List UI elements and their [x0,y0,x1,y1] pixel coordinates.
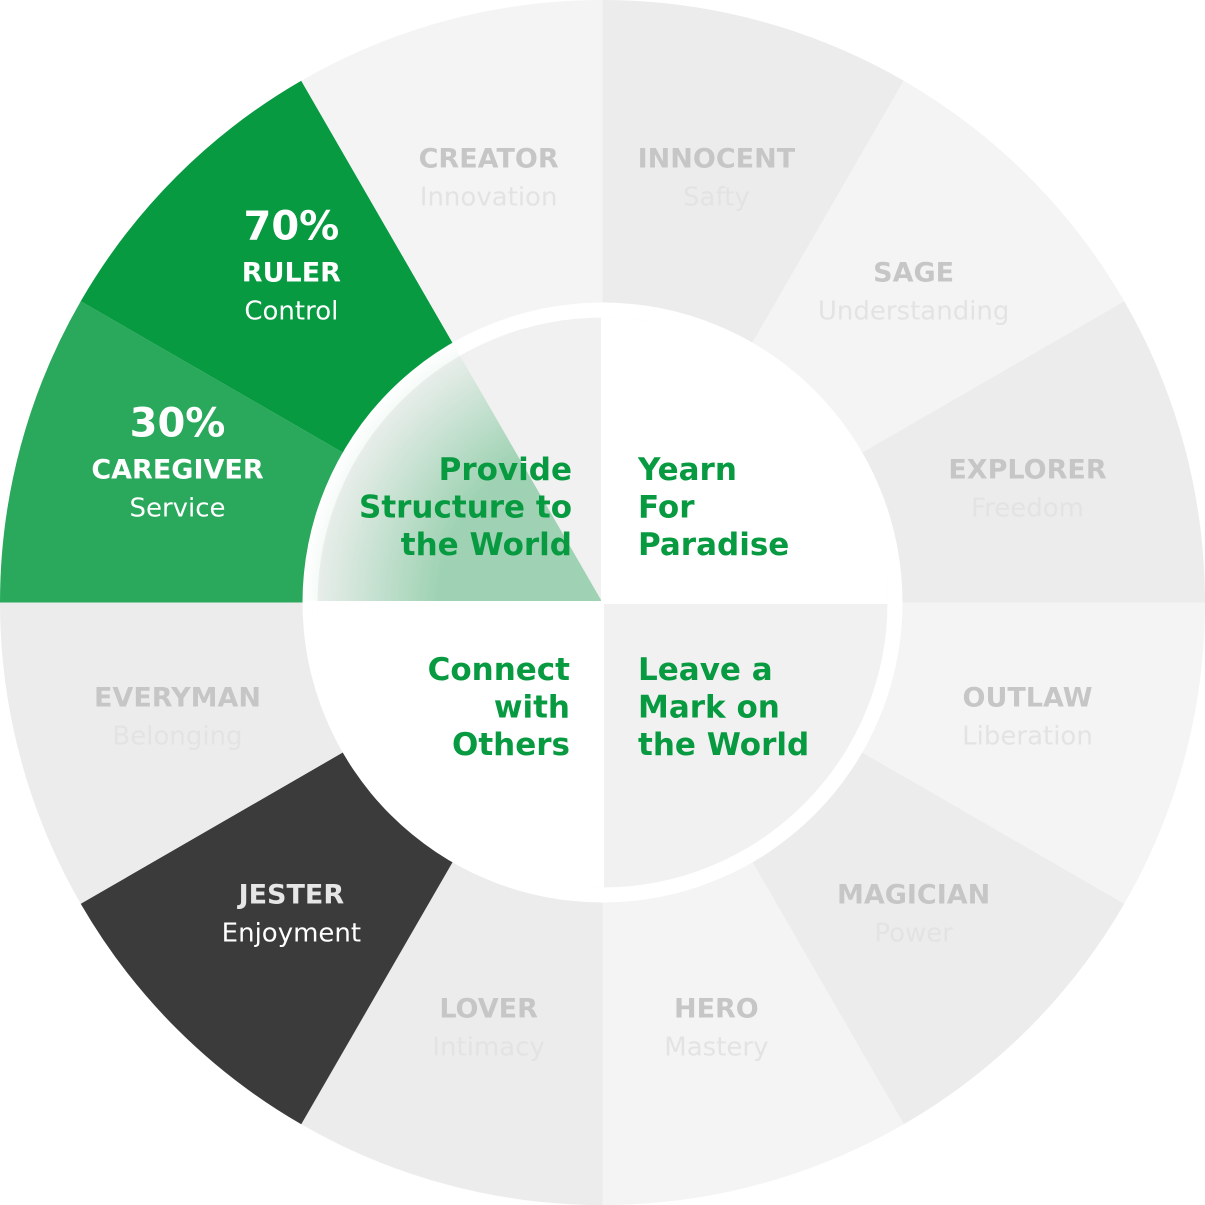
center-circle [302,302,903,903]
quadrant-line: Others [452,727,570,763]
archetype-value: Belonging [112,721,242,751]
percent-caregiver: 30% [130,401,226,447]
label-innocent: INNOCENT Safty [638,143,796,212]
archetype-name: JESTER [237,880,345,911]
archetype-name: EXPLORER [948,455,1106,486]
label-ruler: 70% RULER Control [242,203,341,326]
label-everyman: EVERYMAN Belonging [94,682,261,751]
archetype-name: MAGICIAN [837,880,990,911]
archetype-value: Innovation [420,182,558,212]
quadrant-line: Structure to [359,490,572,526]
quadrant-bottom-left [317,602,603,888]
label-creator: CREATOR Innovation [419,143,559,212]
archetype-value: Freedom [971,494,1084,524]
quadrant-line: Leave a [638,652,773,688]
archetype-value: Power [874,919,953,949]
archetype-value: Safty [683,182,750,212]
quadrant-line: the World [401,527,572,563]
quadrant-line: Yearn [637,452,737,488]
archetype-value: Liberation [962,721,1093,751]
quadrant-line: For [638,490,695,526]
archetype-name: LOVER [439,994,538,1025]
label-caregiver: 30% CAREGIVER Service [91,401,263,524]
quadrant-line: Connect [428,652,571,688]
archetype-value: Control [244,296,338,326]
archetype-name: RULER [242,257,341,288]
quadrant-line: Mark on [638,690,780,726]
label-magician: MAGICIAN Power [837,880,990,949]
quadrant-line: with [494,690,570,726]
label-jester: JESTER Enjoyment [222,880,361,949]
label-outlaw: OUTLAW Liberation [962,682,1093,751]
percent-ruler: 70% [243,203,339,249]
archetype-name: CREATOR [419,143,559,174]
archetype-name: SAGE [873,257,954,288]
archetype-value: Mastery [664,1033,768,1063]
quadrant-top-right [602,317,888,603]
archetype-name: CAREGIVER [91,455,263,486]
archetype-value: Enjoyment [222,919,361,949]
label-explorer: EXPLORER Freedom [948,455,1106,524]
quadrant-line: Paradise [638,527,789,563]
quadrant-line: Provide [439,452,572,488]
highlight-glow [302,342,603,603]
quadrant-line: the World [638,727,809,763]
archetype-name: EVERYMAN [94,682,261,713]
label-lover: LOVER Intimacy [432,994,545,1063]
label-hero: HERO Mastery [664,994,768,1063]
archetype-name: OUTLAW [963,682,1093,713]
archetype-name: INNOCENT [638,143,796,174]
archetype-value: Intimacy [432,1033,545,1063]
archetype-name: HERO [674,994,759,1025]
archetype-value: Understanding [818,296,1010,326]
label-sage: SAGE Understanding [818,257,1010,326]
archetype-value: Service [129,494,225,524]
